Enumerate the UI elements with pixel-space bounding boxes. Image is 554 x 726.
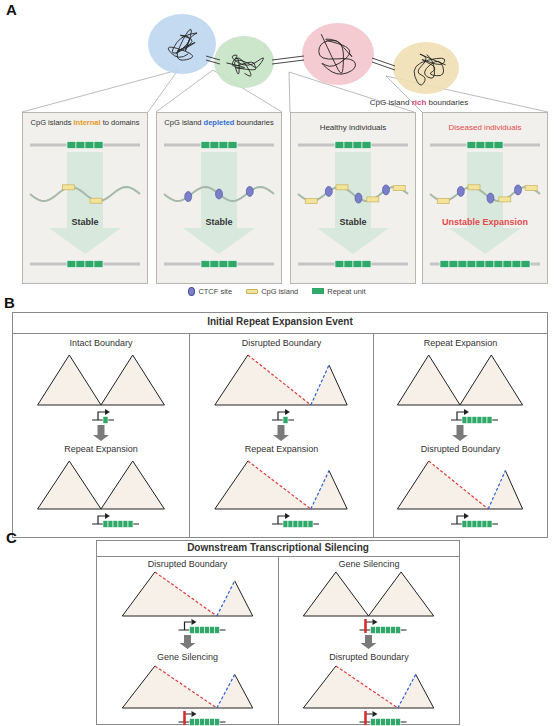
node-text: Stable [25, 217, 145, 227]
node-text: Unstable Expansion [425, 217, 545, 227]
chromatin-fiber [168, 29, 197, 60]
chromatin-links [206, 56, 395, 70]
leader-lines [22, 70, 548, 112]
chromatin-link [206, 56, 220, 60]
legend: CTCF site CpG island Repeat unit [0, 286, 554, 296]
domain-blob [148, 14, 216, 74]
node-heading: CpG islands internal to domains [25, 119, 145, 128]
node-heading: Diseased individuals [425, 123, 545, 132]
legend-text: CpG island [261, 287, 298, 296]
panel-frame: Downstream Transcriptional SilencingDisr… [96, 540, 460, 725]
legend-item: CpG island [246, 286, 298, 296]
domain-blob [214, 36, 274, 88]
node-heading: CpG island depleted boundaries [159, 119, 279, 128]
scenario-column: Disrupted BoundaryRepeat Expansion [189, 333, 373, 537]
panel-letter: C [6, 530, 17, 547]
node-text: Disrupted Boundary [281, 652, 457, 662]
scenario-column: Repeat ExpansionDisrupted Boundary [373, 333, 547, 537]
node-heading: Repeat Expansion [376, 338, 545, 348]
leader-line [22, 70, 178, 112]
legend-item: Repeat unit [312, 286, 365, 296]
domain-box: CpG island depleted boundariesStable [156, 112, 282, 284]
chromatin-link [372, 62, 395, 70]
leader-line [148, 70, 178, 112]
node-heading: Disrupted Boundary [99, 559, 276, 569]
scenario-column: Disrupted BoundaryGene Silencing [97, 556, 278, 724]
node-text: Repeat Expansion [192, 444, 371, 454]
node-text: Repeat Expansion [15, 444, 187, 454]
panel-frame: Initial Repeat Expansion EventIntact Bou… [12, 312, 548, 538]
leader-line [289, 72, 414, 112]
node-heading: Initial Repeat Expansion Event [15, 316, 545, 328]
chromatin-link [206, 60, 220, 64]
panel-letter: A [6, 2, 17, 19]
leader-line [213, 70, 282, 112]
node-heading: Disrupted Boundary [192, 338, 371, 348]
legend-text: Repeat unit [327, 287, 365, 296]
chromatin-link [272, 56, 304, 60]
node-heading: Gene Silencing [281, 559, 457, 569]
legend-item: CTCF site [188, 286, 232, 296]
domain-blob [393, 42, 459, 94]
panel-letter: B [4, 295, 15, 312]
node-text: Stable [293, 217, 413, 227]
node-heading: Intact Boundary [15, 338, 187, 348]
domain-blobs [148, 14, 459, 94]
chromatin-fiber [414, 54, 446, 85]
domain-box: CpG islands internal to domainsStable [22, 112, 148, 284]
legend-swatch [246, 289, 258, 294]
legend-swatch [312, 288, 324, 294]
node-heading: Healthy individuals [293, 123, 413, 132]
legend-swatch [188, 287, 195, 296]
group-heading: CpG island rich boundaries [290, 99, 548, 108]
node-text: Stable [159, 217, 279, 227]
chromatin-link [272, 60, 304, 64]
node-text: Disrupted Boundary [376, 444, 545, 454]
legend-text: CTCF site [198, 287, 232, 296]
scenario-column: Intact BoundaryRepeat Expansion [13, 333, 189, 537]
domain-box: Healthy individualsStable [290, 112, 416, 284]
leader-line [156, 70, 213, 112]
chromatin-fiber [226, 55, 263, 76]
domain-blob [302, 23, 374, 85]
node-text: Gene Silencing [99, 652, 276, 662]
scenario-column: Gene SilencingDisrupted Boundary [278, 556, 459, 724]
domain-box: Diseased individualsUnstable Expansion [422, 112, 548, 284]
chromatin-fiber [319, 34, 356, 74]
chromatin-link [372, 58, 395, 66]
leader-line [289, 72, 290, 112]
node-heading: Downstream Transcriptional Silencing [99, 542, 457, 554]
leader-line [386, 76, 548, 112]
